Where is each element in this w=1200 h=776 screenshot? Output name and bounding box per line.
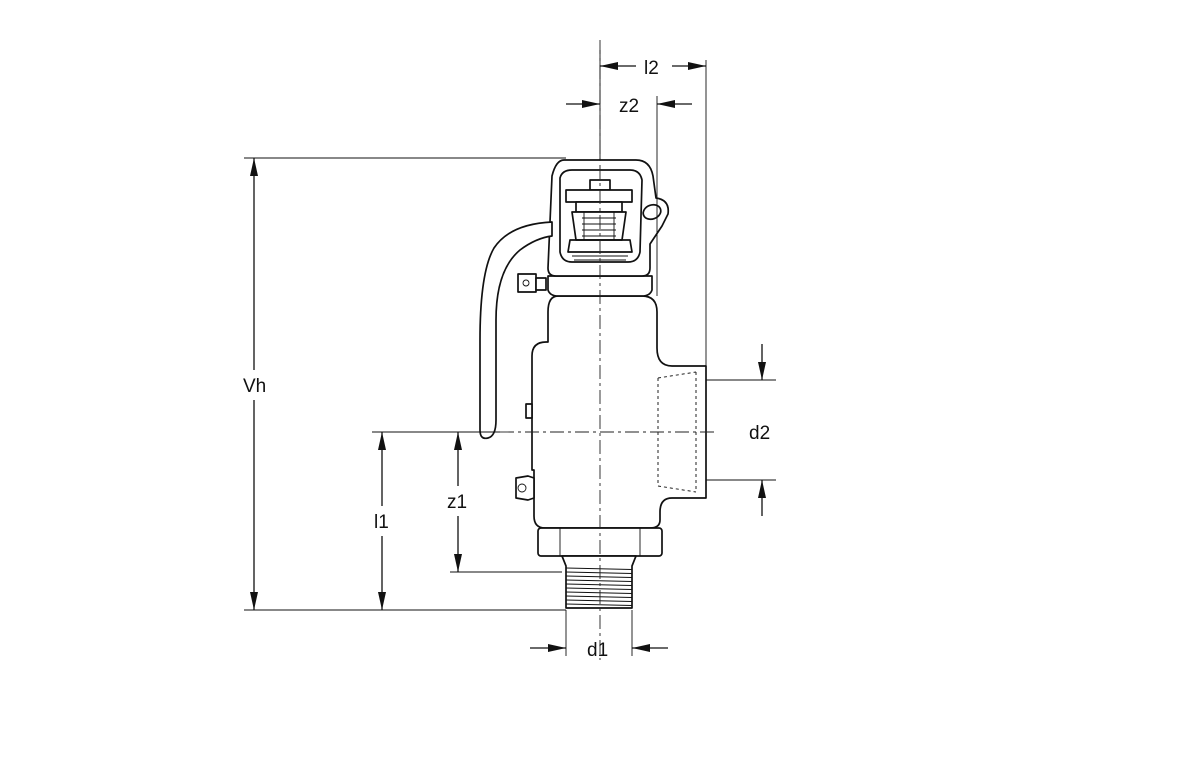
threaded-inlet [561,555,637,609]
thread-line [565,599,633,602]
thread-line [565,571,633,574]
dim-label-z2: z2 [619,96,639,117]
bonnet [547,159,670,297]
valve-body [515,295,707,529]
dim-label-d1: d1 [587,640,608,661]
thread-line [565,591,633,594]
thread-line [565,603,633,606]
thread-line [565,583,633,586]
thread-line [565,595,633,598]
side-test-valve [517,273,547,293]
thread-line [565,579,633,582]
thread-line [565,587,633,590]
dimension-lines [244,50,776,656]
dim-label-l1: l1 [374,512,389,533]
thread-line [565,567,633,570]
dim-label-vh: Vh [243,376,266,397]
dim-label-d2: d2 [749,423,770,444]
dim-label-l2: l2 [644,58,659,79]
thread-line [565,575,633,578]
lifting-lever [479,221,553,440]
dim-label-z1: z1 [447,492,467,513]
